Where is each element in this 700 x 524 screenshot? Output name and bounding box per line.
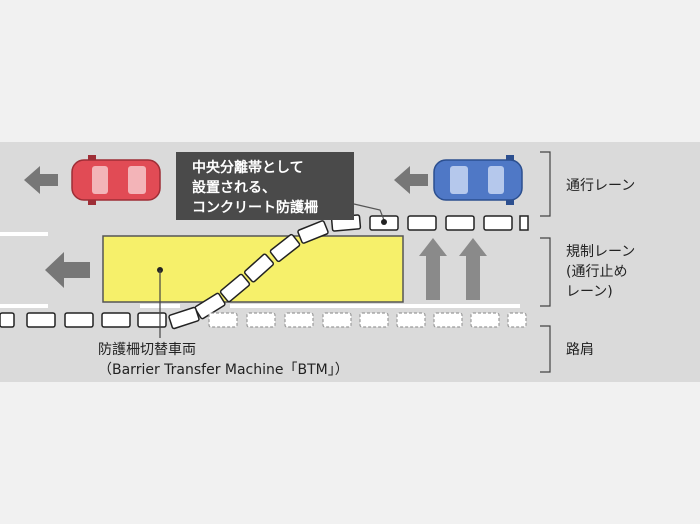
lane-line: [230, 304, 520, 308]
callout-leader: [353, 203, 385, 221]
restricted-lane-label: 規制レーン (通行止め レーン): [566, 244, 640, 300]
lane-bracket-traffic: [540, 151, 551, 217]
concrete-barrier-lower: [0, 312, 167, 328]
up-arrow-icon: [419, 238, 447, 300]
lane-line: [0, 232, 48, 236]
lane-line: [0, 304, 48, 308]
traffic-lane-label: 通行レーン: [566, 178, 635, 194]
up-arrow-icon: [459, 238, 487, 300]
callout-marker: [381, 219, 387, 225]
red-car-icon: [71, 155, 161, 205]
left-arrow-icon: [45, 252, 90, 288]
callout-box: [176, 152, 354, 220]
shoulder-label: 路肩: [566, 342, 594, 358]
left-arrow-icon: [394, 166, 428, 194]
blue-car-icon: [433, 155, 523, 205]
lane-bracket-restricted: [540, 237, 551, 307]
left-arrow-icon: [24, 166, 58, 194]
callout-text: 中央分離帯として 設置される、 コンクリート防護柵: [192, 159, 318, 216]
btm-label: 防護柵切替車両 （Barrier Transfer Machine「BTM」）: [98, 341, 349, 378]
lane-bracket-shoulder: [540, 325, 551, 373]
barrier-old-position: [208, 312, 527, 328]
concrete-barrier-upper: [369, 215, 529, 231]
